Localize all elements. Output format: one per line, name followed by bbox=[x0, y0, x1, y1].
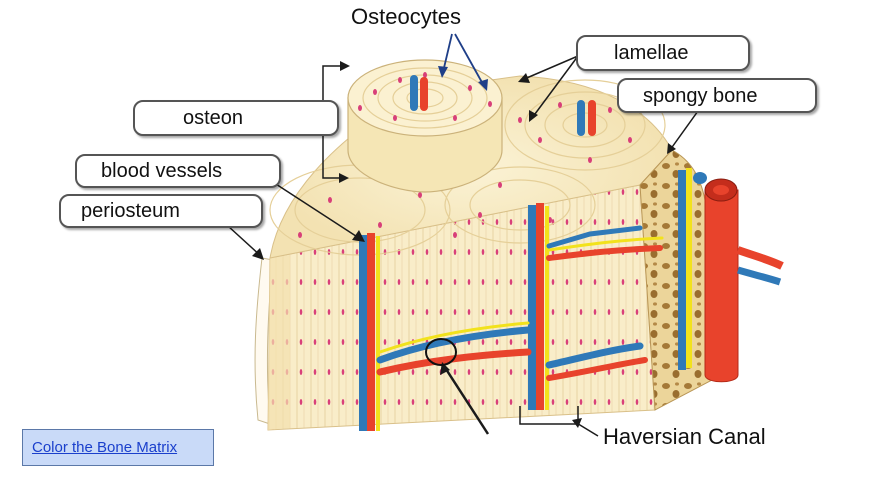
periosteum-label: periosteum bbox=[59, 194, 263, 228]
haversian-canal-label: Haversian Canal bbox=[603, 424, 766, 449]
osteocyte-dots bbox=[298, 102, 632, 238]
osteocytes-label: Osteocytes bbox=[351, 4, 462, 29]
arrowheads bbox=[252, 61, 676, 428]
highlight-circle bbox=[425, 338, 457, 366]
periosteal-vessels bbox=[678, 168, 784, 383]
spongy-bone-label: spongy bone bbox=[617, 78, 817, 113]
blood-vessels-label: blood vessels bbox=[75, 154, 281, 188]
color-bone-matrix-box: Color the Bone Matrix bbox=[22, 429, 214, 466]
callout-lines bbox=[227, 55, 699, 437]
haversian-vessels bbox=[359, 203, 549, 431]
osteon-label: osteon bbox=[133, 100, 339, 136]
lamellae-label: lamellae bbox=[576, 35, 750, 71]
color-bone-matrix-link[interactable]: Color the Bone Matrix bbox=[32, 439, 178, 456]
osteocyte-pointers bbox=[442, 33, 485, 87]
